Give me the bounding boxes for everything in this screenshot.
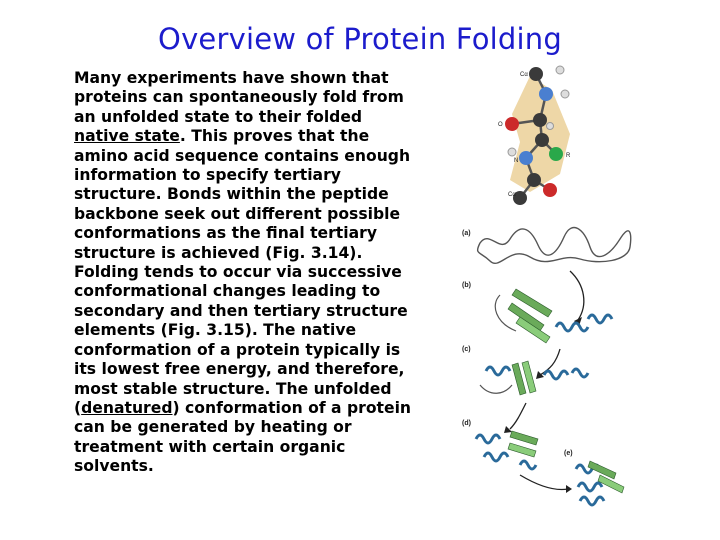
label-ca-bottom: Cα bbox=[508, 192, 516, 198]
side-chain-atom bbox=[549, 147, 563, 161]
folding-pathway-figure: (a) (b) (c) (d) (e) bbox=[462, 226, 632, 507]
slide-title: Overview of Protein Folding bbox=[158, 22, 562, 56]
hydrogen-atom bbox=[507, 147, 517, 157]
label-r: R bbox=[566, 153, 571, 159]
arrowhead bbox=[566, 485, 572, 493]
unfolded-chain bbox=[476, 226, 632, 264]
carbon-atom bbox=[535, 133, 549, 147]
carbon-atom bbox=[529, 67, 543, 81]
nitrogen-atom bbox=[519, 151, 533, 165]
panel-label-e: (e) bbox=[564, 450, 573, 457]
body-paragraph: Many experiments have shown that protein… bbox=[74, 69, 422, 477]
hydrogen-atom bbox=[546, 122, 554, 130]
label-ca-top: Cα bbox=[520, 72, 528, 78]
body-text-1: Many experiments have shown that protein… bbox=[74, 69, 404, 126]
carbon-atom bbox=[513, 191, 527, 205]
carbon-atom bbox=[527, 173, 541, 187]
panel-label-d: (d) bbox=[462, 420, 471, 427]
native-structure-e bbox=[574, 460, 625, 507]
folding-arrow bbox=[519, 474, 569, 491]
secondary-structure-c bbox=[479, 360, 590, 396]
label-o: O bbox=[498, 122, 503, 128]
native-state-term: native state bbox=[74, 127, 180, 146]
oxygen-atom bbox=[543, 183, 557, 197]
panel-label-b: (b) bbox=[462, 282, 471, 289]
arrowhead bbox=[574, 317, 582, 326]
label-n: N bbox=[514, 158, 518, 164]
secondary-structure-b bbox=[494, 288, 614, 344]
oxygen-atom bbox=[505, 117, 519, 131]
arrowhead bbox=[504, 426, 512, 433]
body-text-3: ) conformation of a protein can be gener… bbox=[74, 398, 412, 476]
panel-label-c: (c) bbox=[462, 346, 471, 353]
panel-label-a: (a) bbox=[462, 230, 471, 237]
hydrogen-atom bbox=[560, 89, 570, 99]
hydrogen-atom bbox=[555, 65, 565, 75]
body-text-2: . This proves that the amino acid sequen… bbox=[74, 127, 411, 417]
carbon-atom bbox=[533, 113, 547, 127]
folding-arrow bbox=[509, 402, 527, 430]
tertiary-structure-d bbox=[474, 430, 539, 471]
nitrogen-atom bbox=[539, 87, 553, 101]
denatured-term: denatured bbox=[81, 398, 173, 417]
arrowhead bbox=[536, 371, 544, 379]
folding-arrow bbox=[539, 348, 561, 376]
peptide-molecule-figure: Cα O N R Cα bbox=[498, 65, 571, 205]
folding-arrow bbox=[569, 270, 585, 321]
